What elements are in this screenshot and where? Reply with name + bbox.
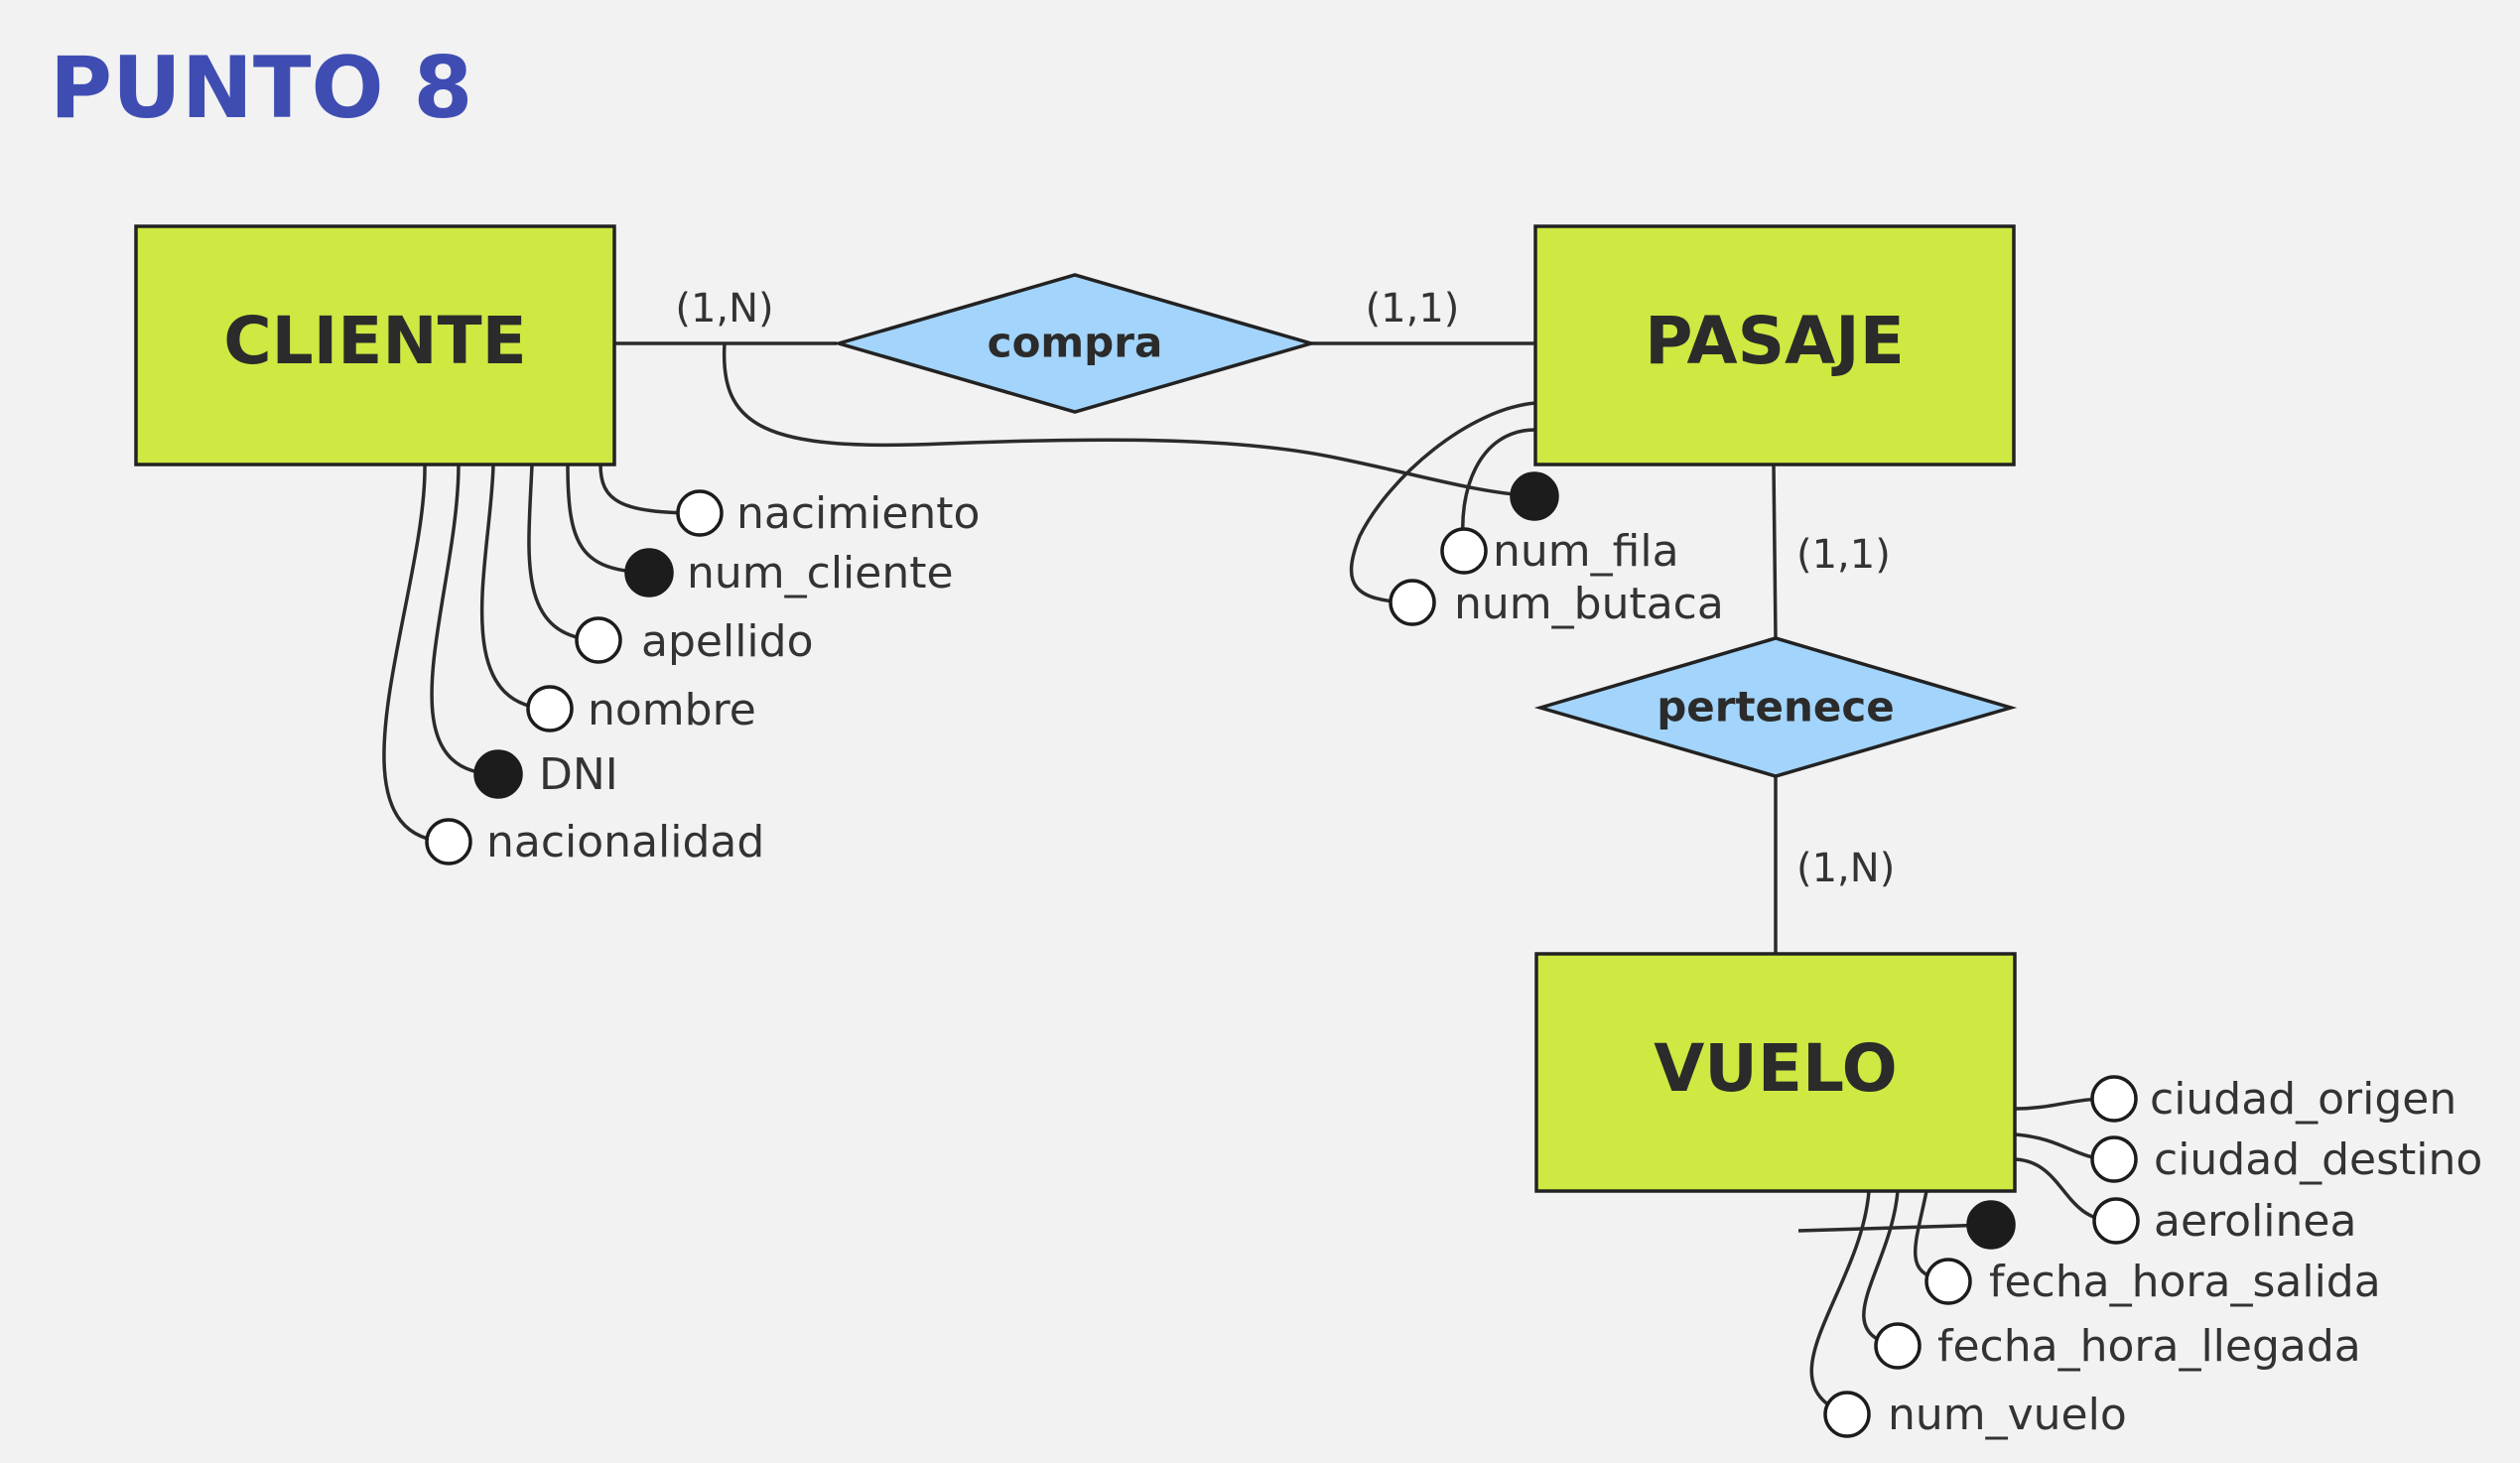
attribute-circle-ciudad-origen[interactable]	[2090, 1075, 2138, 1123]
attribute-circle-num-butaca[interactable]	[1389, 579, 1436, 626]
line-fecha-hora-llegada	[1862, 1190, 1900, 1348]
entity-vuelo[interactable]: VUELO	[1534, 952, 2017, 1193]
attribute-label-aerolinea: aerolinea	[2154, 1196, 2356, 1247]
line-vuelo-key	[1797, 1223, 1991, 1233]
attribute-circle-nacionalidad[interactable]	[425, 818, 472, 865]
attribute-label-num-vuelo: num_vuelo	[1888, 1390, 2127, 1440]
line-nacionalidad	[382, 464, 450, 844]
relationship-label: compra	[988, 319, 1163, 367]
attribute-label-ciudad-destino: ciudad_destino	[2154, 1134, 2482, 1185]
line-apellido	[527, 464, 597, 642]
relationship-label: pertenece	[1657, 683, 1895, 732]
attribute-circle-num-vuelo[interactable]	[1823, 1391, 1871, 1438]
attribute-circle-apellido[interactable]	[575, 616, 622, 664]
attribute-circle-ciudad-destino[interactable]	[2090, 1135, 2138, 1183]
line-compra-key-attribute	[722, 342, 1534, 498]
attribute-label-ciudad-origen: ciudad_origen	[2150, 1074, 2456, 1125]
entity-box	[134, 224, 616, 466]
attribute-circle-fecha-hora-llegada[interactable]	[1874, 1322, 1922, 1370]
relationship-compra[interactable]: compra	[832, 273, 1318, 414]
entity-label: VUELO	[1654, 1030, 1898, 1107]
line-num-vuelo	[1809, 1190, 1871, 1415]
attribute-label-dni: DNI	[539, 749, 618, 800]
relationship-diamond	[832, 273, 1318, 414]
attribute-label-num-cliente: num_cliente	[687, 548, 954, 598]
relationship-pertenece[interactable]: pertenece	[1533, 636, 2018, 778]
key-attribute-dot[interactable]	[1510, 471, 1559, 521]
entity-pasaje[interactable]: PASAJE	[1533, 224, 2016, 466]
cardinality-cliente-compra: (1,N)	[675, 286, 773, 332]
attribute-labels: nacimiento num_cliente apellido nombre D…	[486, 488, 2482, 1440]
attribute-label-nacionalidad: nacionalidad	[486, 817, 764, 867]
cardinality-vuelo-pertenece: (1,N)	[1796, 846, 1895, 891]
line-num-butaca	[1349, 401, 1536, 604]
relationship-diamond	[1533, 636, 2018, 778]
attribute-circle-nacimiento[interactable]	[676, 489, 724, 537]
attribute-circle-num-fila[interactable]	[1440, 527, 1488, 575]
key-attribute-dot-num-cliente[interactable]	[624, 548, 674, 598]
attribute-label-num-butaca: num_butaca	[1454, 579, 1724, 629]
key-attribute-dot-vuelo[interactable]	[1966, 1200, 2016, 1250]
line-pasaje-pertenece	[1772, 464, 1778, 639]
entity-box	[1533, 224, 2016, 466]
line-dni	[430, 464, 499, 776]
entity-box	[1534, 952, 2017, 1193]
line-nacimiento	[598, 464, 701, 515]
attribute-circle-aerolinea[interactable]	[2092, 1197, 2140, 1245]
attribute-circle-nombre[interactable]	[526, 685, 574, 732]
entity-label: PASAJE	[1645, 303, 1905, 379]
attribute-label-fecha-hora-salida: fecha_hora_salida	[1989, 1257, 2381, 1307]
cardinality-pasaje-pertenece: (1,1)	[1796, 532, 1891, 578]
line-nombre	[479, 464, 551, 711]
key-attribute-dot-dni[interactable]	[473, 749, 523, 799]
entity-label: CLIENTE	[223, 303, 526, 379]
cardinality-pasaje-compra: (1,1)	[1366, 286, 1460, 332]
attribute-label-num-fila: num_fila	[1493, 526, 1679, 577]
attribute-circle-fecha-hora-salida[interactable]	[1924, 1258, 1972, 1305]
attribute-label-nacimiento: nacimiento	[736, 488, 980, 539]
entity-cliente[interactable]: CLIENTE	[134, 224, 616, 466]
attribute-label-nombre: nombre	[588, 685, 756, 735]
attribute-label-fecha-hora-llegada: fecha_hora_llegada	[1937, 1321, 2361, 1372]
attribute-label-apellido: apellido	[641, 616, 814, 667]
attribute-markers	[425, 471, 2140, 1438]
page-title: PUNTO 8	[50, 39, 472, 138]
